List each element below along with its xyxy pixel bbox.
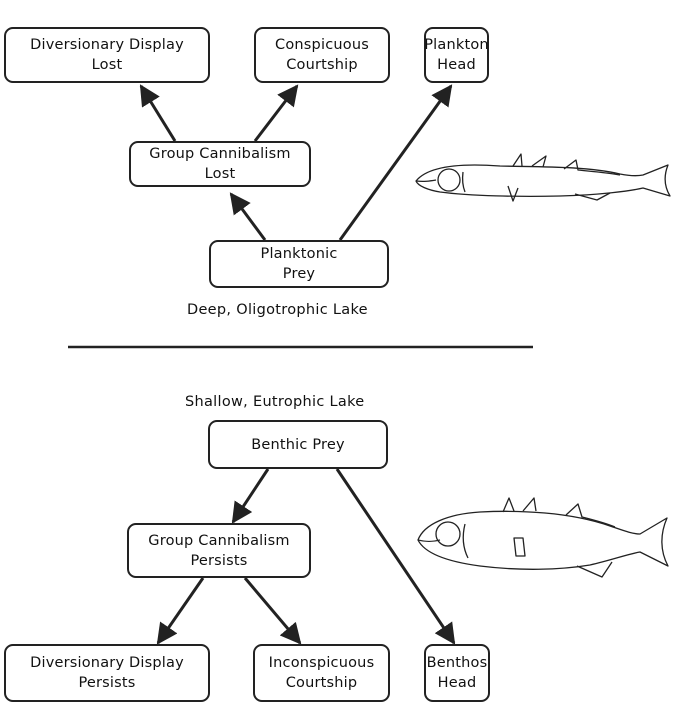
node-planktonic-prey: Planktonic Prey bbox=[209, 240, 389, 288]
habitat-label-shallow-lake: Shallow, Eutrophic Lake bbox=[185, 394, 365, 410]
limnetic-stickleback-fish-icon bbox=[415, 153, 671, 202]
node-line-1: Benthos bbox=[426, 655, 488, 671]
arrow-planktonic-to-plankton-head bbox=[338, 84, 453, 241]
node-diversionary-display-persists: Diversionary Display Persists bbox=[4, 644, 210, 702]
node-line-1: Inconspicuous bbox=[268, 655, 375, 671]
node-diversionary-display-lost: Diversionary Display Lost bbox=[4, 27, 210, 83]
node-line-1: Diversionary Display bbox=[30, 37, 184, 53]
arrow-benthic-to-cannibalism-persists bbox=[231, 468, 270, 524]
node-line-2: Prey bbox=[282, 266, 316, 282]
node-line-2: Persists bbox=[78, 675, 136, 691]
habitat-label-deep-lake: Deep, Oligotrophic Lake bbox=[187, 302, 368, 318]
node-line-2: Persists bbox=[190, 552, 248, 569]
node-line-1: Conspicuous bbox=[275, 37, 369, 53]
node-line-2: Head bbox=[437, 675, 477, 691]
node-line-1: Benthic Prey bbox=[251, 436, 345, 453]
node-conspicuous-courtship: Conspicuous Courtship bbox=[254, 27, 390, 83]
node-line-1: Group Cannibalism bbox=[149, 146, 291, 162]
node-benthic-prey: Benthic Prey bbox=[208, 420, 388, 469]
node-line-2: Head bbox=[437, 57, 476, 73]
arrow-cannibalism-persists-to-inconspicuous-courtship bbox=[243, 577, 302, 645]
node-line-2: Lost bbox=[204, 166, 236, 182]
arrow-cannibalism-lost-to-display-lost bbox=[139, 84, 177, 142]
node-plankton-head: Plankton Head bbox=[424, 27, 489, 83]
node-group-cannibalism-persists: Group Cannibalism Persists bbox=[127, 523, 311, 578]
node-line-2: Courtship bbox=[285, 675, 358, 691]
arrow-cannibalism-lost-to-conspicuous-courtship bbox=[253, 84, 299, 142]
node-line-1: Plankton bbox=[424, 37, 489, 53]
arrow-cannibalism-persists-to-display-persists bbox=[156, 577, 205, 645]
node-benthos-head: Benthos Head bbox=[424, 644, 490, 702]
arrow-benthic-to-benthos-head bbox=[335, 468, 456, 645]
node-line-1: Diversionary Display bbox=[30, 655, 184, 671]
benthic-stickleback-fish-icon bbox=[417, 497, 669, 578]
node-inconspicuous-courtship: Inconspicuous Courtship bbox=[253, 644, 390, 702]
node-line-2: Courtship bbox=[286, 57, 358, 73]
node-line-2: Lost bbox=[91, 57, 123, 73]
node-line-1: Group Cannibalism bbox=[148, 532, 290, 549]
node-line-1: Planktonic bbox=[260, 246, 338, 262]
node-group-cannibalism-lost: Group Cannibalism Lost bbox=[129, 141, 311, 187]
arrow-planktonic-to-cannibalism-lost bbox=[229, 192, 267, 241]
